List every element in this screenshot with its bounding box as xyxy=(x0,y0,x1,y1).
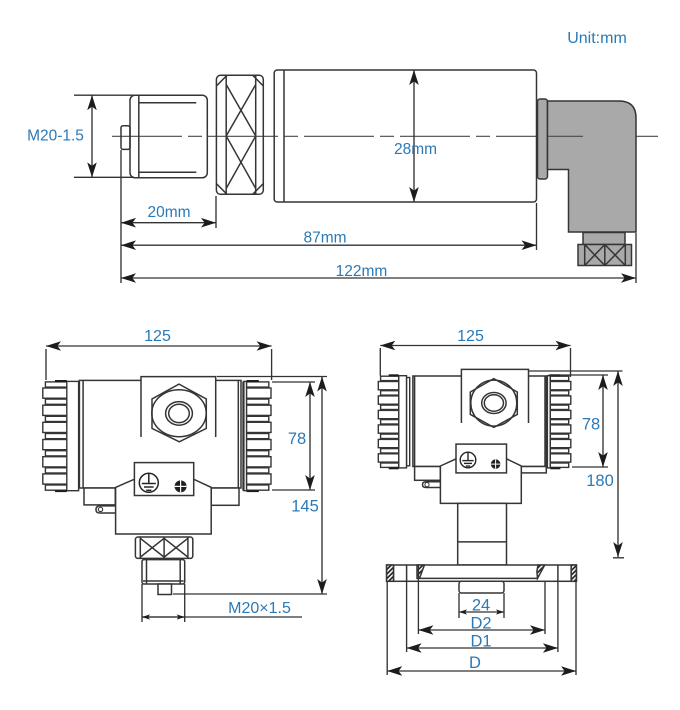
svg-text:180: 180 xyxy=(586,472,614,490)
svg-text:M20×1.5: M20×1.5 xyxy=(228,600,291,617)
svg-text:87mm: 87mm xyxy=(303,230,346,247)
svg-text:20mm: 20mm xyxy=(147,204,190,221)
svg-text:Unit:mm: Unit:mm xyxy=(567,30,627,47)
svg-text:M20-1.5: M20-1.5 xyxy=(27,128,84,145)
svg-text:122mm: 122mm xyxy=(336,263,388,280)
svg-text:125: 125 xyxy=(144,328,171,345)
svg-text:125: 125 xyxy=(457,328,484,345)
svg-text:D2: D2 xyxy=(470,615,491,633)
svg-text:28mm: 28mm xyxy=(394,141,437,158)
svg-text:78: 78 xyxy=(582,416,600,434)
svg-text:145: 145 xyxy=(291,498,319,516)
svg-text:D1: D1 xyxy=(470,633,491,651)
svg-text:24: 24 xyxy=(472,597,490,615)
svg-text:78: 78 xyxy=(288,430,306,448)
svg-text:D: D xyxy=(469,654,481,672)
